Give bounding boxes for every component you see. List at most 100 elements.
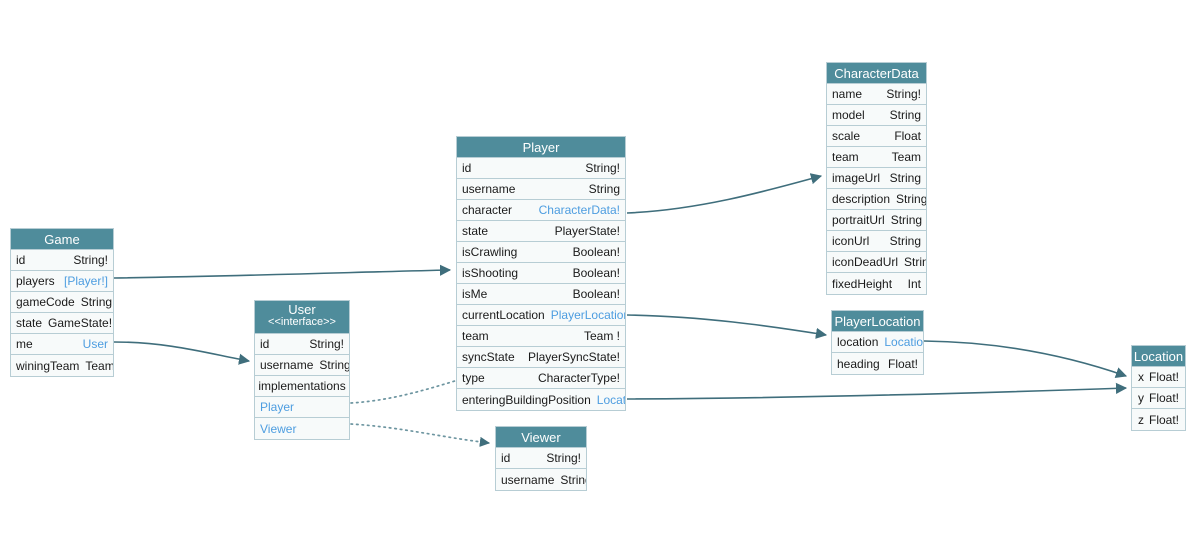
table-row[interactable]: isMe Boolean! — [457, 284, 625, 305]
entity-game[interactable]: Game id String! players [Player!] gameCo… — [10, 228, 114, 377]
table-row[interactable]: me User — [11, 334, 113, 355]
table-row[interactable]: heading Float! — [832, 353, 923, 374]
edge-player-character-to-characterdata — [626, 173, 823, 214]
field-name: type — [462, 371, 485, 385]
field-name: currentLocation — [462, 308, 545, 322]
table-row[interactable]: username String — [496, 469, 586, 490]
field-name: model — [832, 108, 865, 122]
entity-user-stereotype: <<interface>> — [268, 315, 336, 328]
field-name: fixedHeight — [832, 276, 893, 291]
table-row[interactable]: id String! — [255, 334, 349, 355]
table-row[interactable]: id String! — [11, 250, 113, 271]
table-row[interactable]: state PlayerState! — [457, 221, 625, 242]
table-row[interactable]: id String! — [457, 158, 625, 179]
table-row[interactable]: description String — [827, 189, 926, 210]
table-row[interactable]: currentLocation PlayerLocation! — [457, 305, 625, 326]
field-type: Float — [894, 129, 921, 143]
field-type[interactable]: Location — [596, 392, 625, 407]
table-row[interactable]: id String! — [496, 448, 586, 469]
field-type: Float! — [1148, 391, 1179, 405]
implementation-item-player[interactable]: Player — [255, 397, 349, 418]
entity-playerlocation[interactable]: PlayerLocation location Location! headin… — [831, 310, 924, 375]
entity-location-title: Location — [1132, 346, 1185, 367]
table-row[interactable]: location Location! — [832, 332, 923, 353]
field-type: Boolean! — [572, 287, 620, 301]
table-row[interactable]: players [Player!] — [11, 271, 113, 292]
field-name: id — [260, 337, 270, 351]
field-name: isShooting — [462, 266, 519, 280]
field-type: GameState! — [48, 316, 113, 330]
table-row[interactable]: state GameState! — [11, 313, 113, 334]
field-name: id — [16, 253, 26, 267]
table-row[interactable]: syncState PlayerSyncState! — [457, 347, 625, 368]
table-row[interactable]: team Team ! — [457, 326, 625, 347]
field-type: Boolean! — [572, 245, 620, 259]
table-row[interactable]: enteringBuildingPosition Location — [457, 389, 625, 410]
entity-game-title: Game — [11, 229, 113, 250]
field-type: String! — [886, 87, 921, 101]
entity-characterdata[interactable]: CharacterData name String! model String … — [826, 62, 927, 295]
field-type: Team — [85, 358, 113, 373]
implementation-name[interactable]: Player — [260, 400, 295, 414]
field-type[interactable]: PlayerLocation! — [550, 308, 625, 322]
table-row[interactable]: type CharacterType! — [457, 368, 625, 389]
field-name: isMe — [462, 287, 488, 301]
field-name: me — [16, 337, 33, 351]
field-name: team — [832, 150, 859, 164]
table-row[interactable]: character CharacterData! — [457, 200, 625, 221]
field-type: PlayerState! — [554, 224, 620, 238]
field-name: z — [1138, 412, 1144, 427]
implementation-item-viewer[interactable]: Viewer — [255, 418, 349, 439]
table-row[interactable]: isCrawling Boolean! — [457, 242, 625, 263]
table-row[interactable]: scale Float — [827, 126, 926, 147]
field-name: gameCode — [16, 295, 75, 309]
field-type: String — [560, 472, 586, 487]
field-type: String! — [585, 161, 620, 175]
entity-user[interactable]: User <<interface>> id String! username S… — [254, 300, 350, 440]
entity-viewer-title: Viewer — [496, 427, 586, 448]
table-row[interactable]: fixedHeight Int — [827, 273, 926, 294]
table-row[interactable]: gameCode String! — [11, 292, 113, 313]
table-row[interactable]: imageUrl String — [827, 168, 926, 189]
table-row[interactable]: z Float! — [1132, 409, 1185, 430]
entity-viewer[interactable]: Viewer id String! username String — [495, 426, 587, 491]
table-row[interactable]: isShooting Boolean! — [457, 263, 625, 284]
table-row[interactable]: name String! — [827, 84, 926, 105]
edge-player-enteringbuildingposition-to-location — [626, 382, 1128, 400]
field-type: Float! — [887, 356, 918, 371]
entity-player[interactable]: Player id String! username String charac… — [456, 136, 626, 411]
table-row[interactable]: portraitUrl String — [827, 210, 926, 231]
field-type[interactable]: User — [82, 337, 108, 351]
field-type[interactable]: [Player!] — [63, 274, 108, 288]
table-row[interactable]: model String — [827, 105, 926, 126]
field-name: state — [16, 316, 43, 330]
field-name: description — [832, 192, 891, 206]
edge-game-players-to-player — [113, 264, 452, 279]
table-row[interactable]: team Team — [827, 147, 926, 168]
field-name: id — [462, 161, 472, 175]
field-type[interactable]: Location! — [884, 335, 923, 349]
field-type: String — [904, 255, 926, 269]
field-type: String — [319, 358, 349, 372]
table-row[interactable]: x Float! — [1132, 367, 1185, 388]
table-row[interactable]: iconDeadUrl String — [827, 252, 926, 273]
table-row[interactable]: username String — [255, 355, 349, 376]
field-type: String — [889, 234, 921, 248]
field-type: String! — [73, 253, 108, 267]
table-row[interactable]: username String — [457, 179, 625, 200]
field-type: String — [889, 108, 921, 122]
entity-playerlocation-title: PlayerLocation — [832, 311, 923, 332]
field-type[interactable]: CharacterData! — [538, 203, 620, 217]
implementation-name[interactable]: Viewer — [260, 421, 297, 436]
edge-user-impl-viewer-to-viewer — [350, 423, 491, 447]
field-name: name — [832, 87, 863, 101]
implementations-label: implementations — [258, 379, 346, 393]
entity-characterdata-title: CharacterData — [827, 63, 926, 84]
entity-location[interactable]: Location x Float! y Float! z Float! — [1131, 345, 1186, 431]
field-type: Float! — [1148, 412, 1179, 427]
field-name: character — [462, 203, 513, 217]
table-row[interactable]: y Float! — [1132, 388, 1185, 409]
table-row[interactable]: winingTeam Team — [11, 355, 113, 376]
table-row[interactable]: iconUrl String — [827, 231, 926, 252]
field-type: String! — [546, 451, 581, 465]
